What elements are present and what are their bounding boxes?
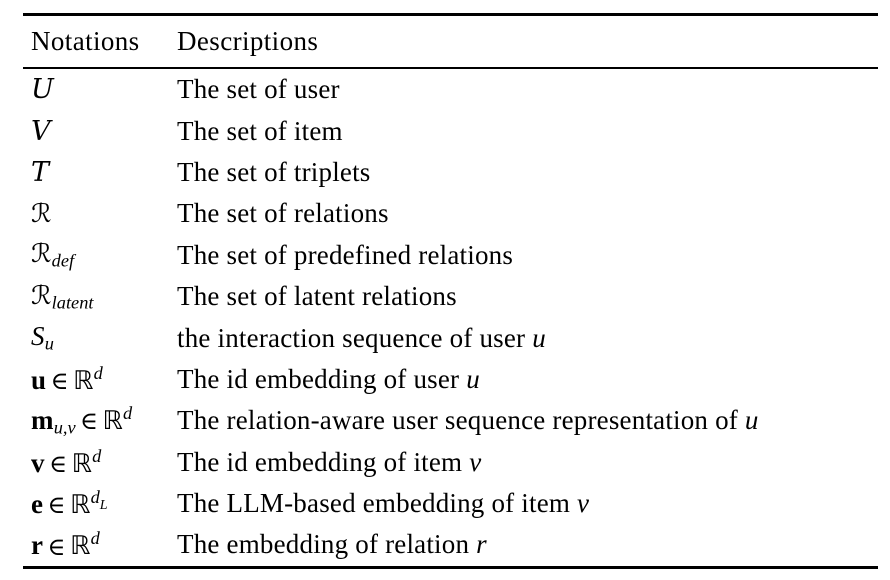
text-segment: ℝ (70, 531, 91, 562)
text-segment: d (93, 362, 103, 383)
text-segment: The relation-aware user sequence represe… (177, 405, 745, 436)
text-segment: The set of item (177, 115, 343, 146)
text-segment: d (90, 487, 100, 508)
text-segment: r (31, 530, 44, 561)
notation-cell: v∈ℝd (23, 446, 177, 479)
text-segment: def (51, 251, 75, 272)
description-cell: The embedding of relation r (177, 529, 878, 560)
notation-cell: V (23, 116, 177, 147)
text-segment: ∈ (47, 531, 66, 561)
text-segment: The id embedding of item (177, 446, 470, 477)
description-cell: The set of triplets (177, 157, 878, 188)
text-segment: ∈ (49, 448, 68, 478)
text-segment: U (31, 74, 54, 106)
text-segment: v (469, 446, 482, 477)
text-segment: u,v (53, 417, 76, 438)
text-segment: ℝ (73, 365, 94, 396)
text-segment: The set of relations (177, 198, 389, 229)
table-row: V The set of item (23, 110, 878, 151)
text-segment: v (577, 488, 590, 519)
text-segment: ℝ (102, 406, 124, 437)
description-cell: The set of user (177, 74, 878, 105)
text-segment: d (123, 402, 133, 423)
notation-cell: r∈ℝd (23, 528, 177, 561)
text-segment: m (31, 405, 54, 436)
text-segment: The set of triplets (177, 156, 371, 187)
text-segment: ℛ (31, 199, 52, 230)
text-segment: V (31, 115, 51, 147)
bottom-rule (23, 565, 878, 569)
text-segment: The id embedding of user (177, 363, 467, 394)
text-segment: The LLM-based embedding of item (177, 488, 578, 519)
text-segment: r (476, 529, 487, 560)
text-segment: v (31, 447, 45, 478)
text-segment: ℛ (31, 280, 52, 311)
text-segment: the interaction sequence of user (177, 322, 533, 353)
text-segment: d (90, 528, 100, 549)
text-segment: u (31, 364, 47, 395)
text-segment: ℛ (31, 239, 52, 270)
text-segment: e (31, 489, 44, 520)
text-segment: u (44, 333, 54, 354)
header-rule (23, 67, 878, 69)
text-segment: The embedding of relation (177, 529, 477, 560)
text-segment: ∈ (50, 365, 69, 395)
text-segment: d (92, 445, 102, 466)
description-cell: The set of latent relations (177, 281, 878, 312)
text-segment: u (744, 405, 759, 436)
header-descriptions: Descriptions (177, 26, 319, 56)
description-cell: The LLM-based embedding of item v (177, 488, 878, 519)
table-row: T The set of triplets (23, 152, 878, 193)
text-segment: ∈ (79, 406, 99, 436)
table-header-row: Notations Descriptions (23, 16, 878, 67)
notation-cell: mu,v∈ℝd (23, 403, 177, 439)
text-segment: ℝ (71, 448, 93, 479)
text-segment: The set of predefined relations (177, 239, 514, 270)
notation-cell: ℛdef (23, 238, 177, 272)
text-segment: L (99, 496, 108, 513)
text-segment: ∈ (47, 490, 66, 520)
notation-cell: ℛlatent (23, 280, 177, 314)
text-segment: The set of latent relations (177, 281, 457, 312)
text-segment: u (466, 363, 480, 394)
text-segment: S (31, 321, 45, 352)
description-cell: the interaction sequence of user u (177, 323, 878, 354)
notation-cell: U (23, 74, 177, 105)
top-rule (23, 13, 878, 16)
text-segment: The set of user (177, 74, 340, 105)
notation-cell: T (23, 157, 177, 188)
description-cell: The set of relations (177, 198, 878, 229)
text-segment: latent (51, 292, 94, 313)
description-cell: The set of predefined relations (177, 240, 878, 271)
text-segment: ℝ (70, 490, 91, 521)
text-segment: T (31, 156, 50, 188)
notation-cell: e∈ℝdL (23, 487, 177, 520)
description-cell: The relation-aware user sequence represe… (177, 405, 878, 436)
description-cell: The set of item (177, 116, 878, 147)
text-segment: u (532, 322, 546, 353)
header-notations: Notations (31, 26, 140, 56)
description-cell: The id embedding of item v (177, 447, 878, 478)
table-row: ℛ The set of relations (23, 193, 878, 234)
notation-cell: Su (23, 321, 177, 355)
table-row: U The set of user (23, 69, 878, 110)
notation-cell: u∈ℝd (23, 363, 177, 396)
description-cell: The id embedding of user u (177, 364, 878, 395)
notation-cell: ℛ (23, 198, 177, 229)
